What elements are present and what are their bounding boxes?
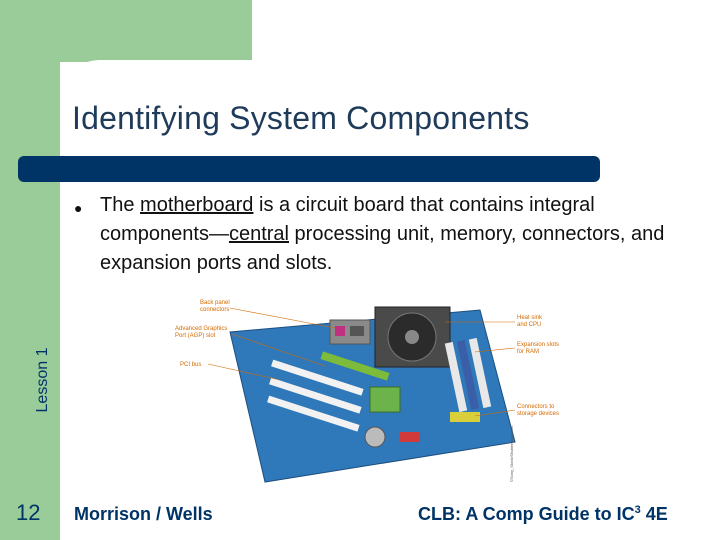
footer-title-sup: 3: [634, 504, 641, 516]
ram-slot: [456, 339, 480, 411]
port-icon: [335, 326, 345, 336]
term-central: central: [228, 223, 289, 245]
expansion-slot: [267, 395, 360, 432]
callout-label: Heat sink: [517, 315, 543, 321]
callout-label: Connectors to: [517, 404, 555, 410]
footer-title-tail: 4E: [640, 504, 668, 524]
motherboard-image: Back panel connectors Advanced Graphics …: [175, 300, 559, 483]
bullet-text-part: is a circuit board that contains integra…: [100, 194, 595, 245]
storage-connector: [450, 412, 480, 422]
callout-label: for RAM: [517, 349, 539, 355]
callout-label: PCI bus: [180, 362, 201, 368]
callout-label: Port (AGP) slot: [175, 333, 216, 339]
expansion-slot: [271, 359, 364, 396]
sata-connector: [400, 432, 420, 442]
footer-authors: Morrison / Wells: [74, 504, 213, 524]
expansion-slot: [269, 377, 362, 414]
callout-line: [231, 333, 326, 367]
callout-label: storage devices: [517, 411, 559, 417]
title-divider-bar: [18, 156, 600, 182]
callout-label: connectors: [200, 307, 229, 313]
left-accent-band: [0, 0, 60, 540]
bullet-text-part: processing unit, memory, connectors, and…: [100, 223, 665, 274]
ram-slot: [468, 337, 492, 409]
callout-label: and CPU: [517, 322, 541, 328]
callout-line: [474, 409, 516, 417]
bullet-icon: ●: [74, 200, 83, 216]
term-motherboard: motherboard: [140, 194, 254, 216]
port-icon: [350, 326, 364, 336]
cmos-battery: [364, 426, 386, 448]
callout-line: [207, 363, 281, 381]
callout-line: [474, 347, 516, 353]
callout-label: Back panel: [200, 300, 230, 306]
footer-book-title: CLB: A Comp Guide to IC3 4E: [418, 504, 668, 525]
chipset-heatsink: [369, 386, 401, 413]
image-credit: ©Sony_Stock/Shutterstock.com: [509, 425, 514, 482]
lesson-label: Lesson 1: [34, 347, 51, 413]
callout-line: [229, 307, 336, 329]
bullet-text-part: The: [100, 194, 141, 216]
bullet-text: The motherboard is a circuit board that …: [100, 191, 700, 278]
agp-slot: [320, 351, 390, 381]
callout-label: Expansion slots: [517, 342, 559, 348]
fan-hub: [405, 330, 419, 344]
slide-title: Identifying System Components: [72, 100, 530, 136]
ram-slot: [444, 341, 468, 413]
page-number: 12: [16, 500, 41, 525]
top-accent-block: [60, 0, 252, 62]
callout-label: Advanced Graphics: [175, 326, 227, 332]
footer-title-main: CLB: A Comp Guide to IC: [418, 504, 635, 524]
